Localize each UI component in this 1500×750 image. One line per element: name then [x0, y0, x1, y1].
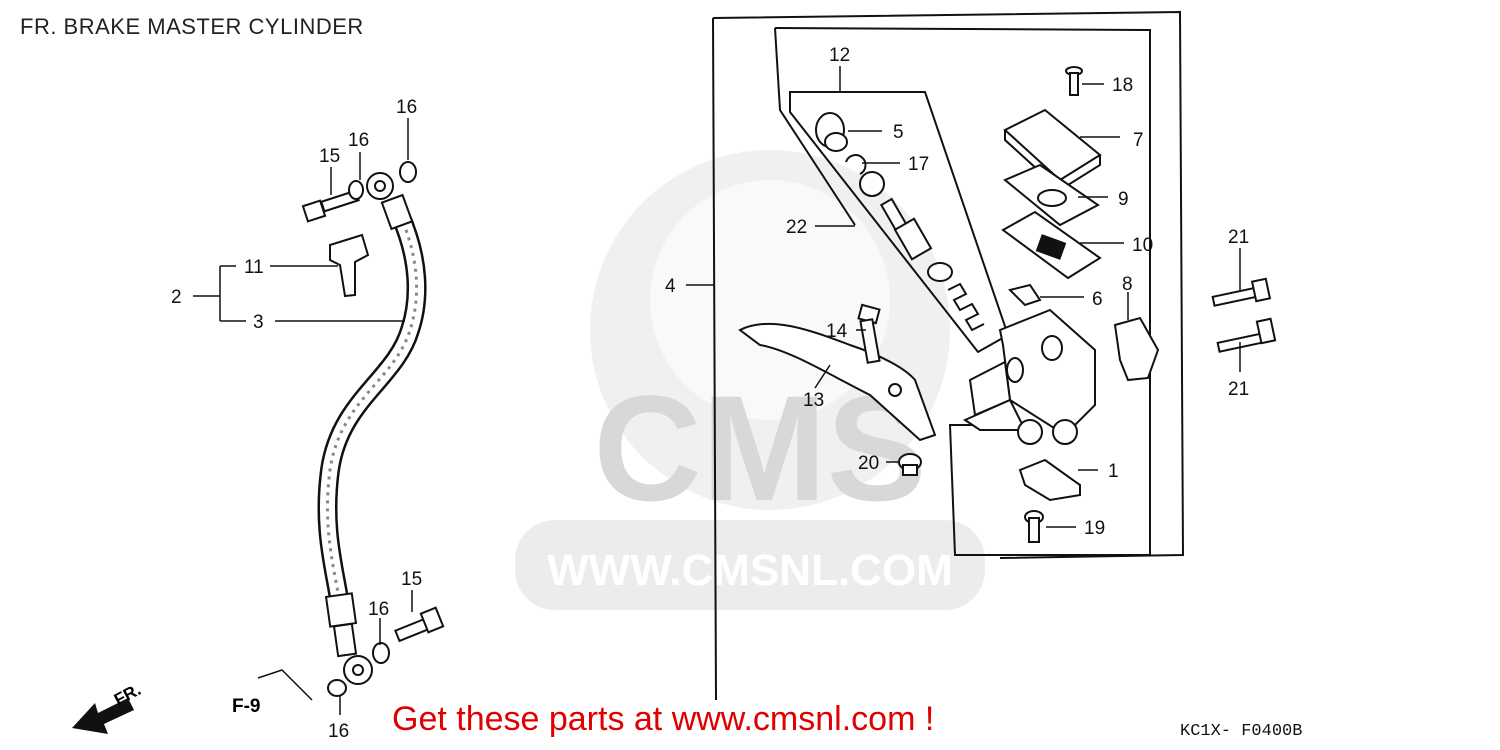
front-direction-arrow: FR.: [72, 680, 144, 734]
watermark-url: WWW.CMSNL.COM: [547, 546, 953, 595]
holder-bolt-upper: [1211, 277, 1272, 307]
holder-bolt-lower: [1216, 317, 1277, 353]
callout-16-upper-b: 16: [396, 97, 417, 118]
callout-16-lower-b: 16: [328, 721, 349, 742]
sealing-washer-upper-a: [348, 180, 364, 200]
callout-9: 9: [1118, 189, 1129, 210]
page-ref-label: F-9: [232, 696, 261, 717]
callout-16-lower-a: 16: [368, 599, 389, 620]
group-frame-12: [789, 91, 1010, 354]
callout-2: 2: [171, 287, 182, 308]
callout-21-lower: 21: [1228, 379, 1249, 400]
callout-13: 13: [803, 390, 824, 411]
callout-18: 18: [1112, 75, 1133, 96]
callout-11: 11: [244, 257, 264, 278]
callout-3: 3: [253, 312, 264, 333]
group-frame-inner: [774, 27, 1151, 556]
callout-8: 8: [1122, 274, 1133, 295]
footer-link[interactable]: Get these parts at www.cmsnl.com !: [392, 700, 935, 738]
sealing-washer-upper-b: [399, 161, 417, 183]
banjo-bolt-upper: [301, 189, 360, 223]
callout-20: 20: [858, 453, 879, 474]
cap-screw: [1065, 66, 1083, 96]
sealing-washer-lower-b: [327, 679, 347, 697]
callout-5: 5: [893, 122, 904, 143]
front-stop-switch: [1018, 458, 1081, 502]
callout-22: 22: [786, 217, 807, 238]
pivot-nut: [898, 453, 922, 476]
reference-code: KC1X- F0400B: [1180, 722, 1303, 741]
group-frame-inner-left: [774, 27, 856, 226]
callout-10: 10: [1132, 235, 1153, 256]
callout-6: 6: [1092, 289, 1103, 310]
holder: [1113, 316, 1160, 382]
callout-16-upper-a: 16: [348, 130, 369, 151]
callout-labels: 1 2 3 4 5 6 7 8 9 10 11 12 13 14 15 15 1…: [171, 45, 1249, 742]
page-title: FR. BRAKE MASTER CYLINDER: [20, 14, 364, 39]
brake-lever: [738, 322, 937, 442]
sealing-washer-lower-a: [372, 642, 390, 664]
callout-15-lower: 15: [401, 569, 422, 590]
brake-hose: [317, 172, 427, 685]
switch-screw: [1024, 510, 1044, 543]
reservoir-plate: [1003, 163, 1100, 227]
callout-14: 14: [826, 321, 848, 342]
group-frame-4: [712, 10, 1185, 559]
callout-1: 1: [1108, 461, 1119, 482]
bleeder-cap: [1008, 283, 1042, 307]
master-cylinder-body: [962, 308, 1096, 445]
callout-12: 12: [829, 45, 850, 66]
hose-boot: [329, 233, 370, 298]
banjo-bolt-lower: [394, 606, 445, 643]
callout-19: 19: [1084, 518, 1105, 539]
callout-4: 4: [665, 276, 676, 297]
callout-21-upper: 21: [1228, 227, 1249, 248]
callout-17: 17: [908, 154, 929, 175]
callout-15-upper: 15: [319, 146, 340, 167]
callout-7: 7: [1133, 130, 1144, 151]
diaphragm: [1001, 210, 1102, 280]
piston-set: [815, 112, 985, 332]
group-frame-4-left: [712, 17, 717, 701]
leader-lines: [193, 66, 1241, 715]
